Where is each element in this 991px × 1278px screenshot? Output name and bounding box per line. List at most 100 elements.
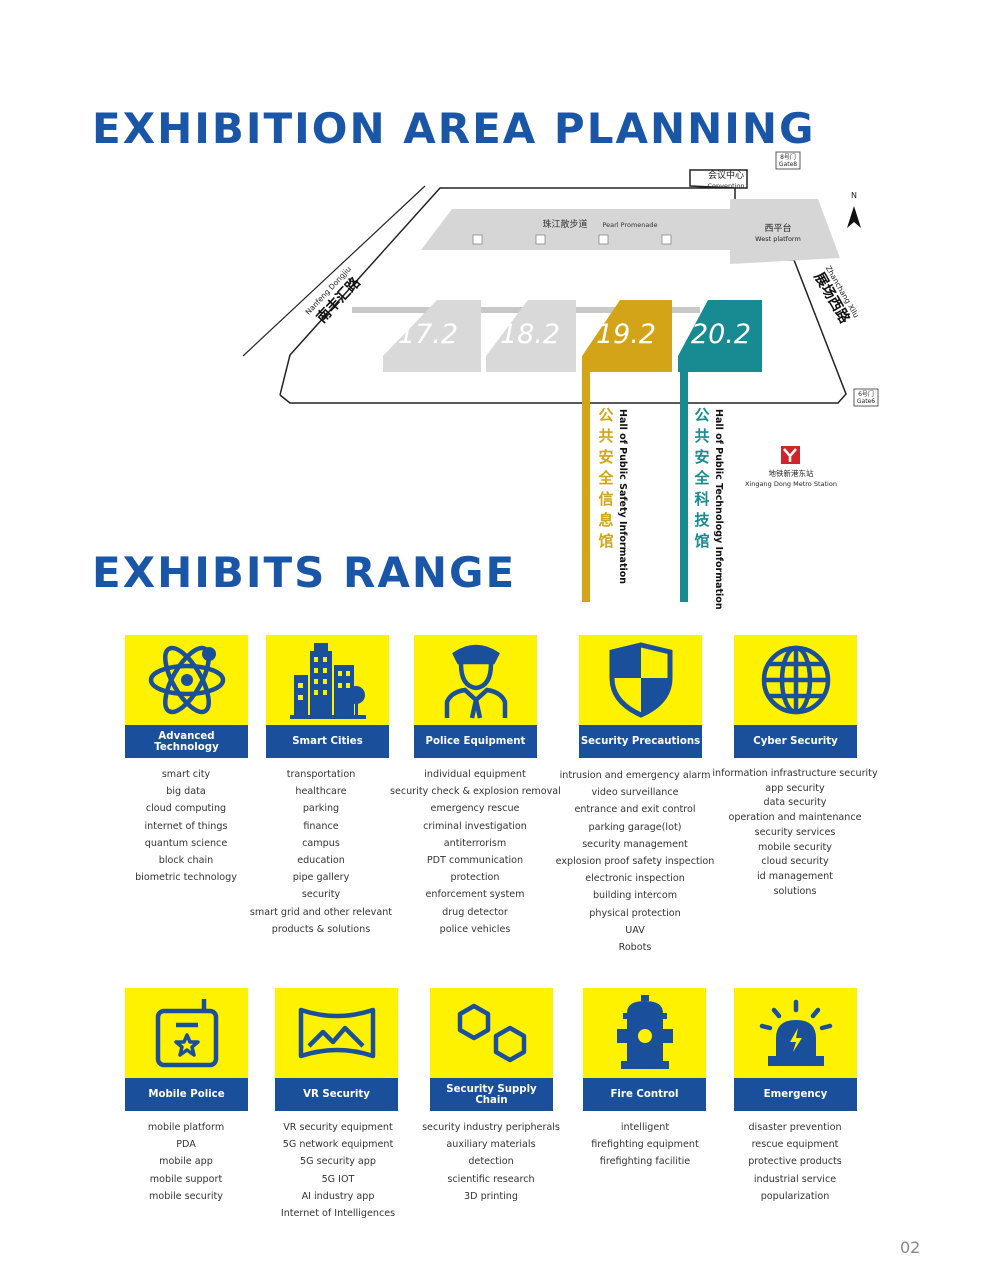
list-item: firefighting equipment bbox=[591, 1139, 699, 1151]
exhibition-map: 17.2 18.2 19.2 20.2 8号门 Gate8 6号门 Gate6 … bbox=[242, 151, 879, 610]
list-item: PDT communication bbox=[426, 855, 524, 867]
hall-202-pillar bbox=[680, 370, 688, 602]
hall-192-pillar bbox=[582, 370, 590, 602]
list-item: security check & explosion removal bbox=[390, 786, 561, 798]
list-item: solutions bbox=[773, 885, 817, 897]
list-item: popularization bbox=[760, 1190, 830, 1202]
category-label: Security Precautions bbox=[579, 725, 702, 758]
chain-link-icon bbox=[457, 1003, 526, 1063]
list-item: video surveillance bbox=[591, 787, 679, 799]
category-items-fire-control: intelligent firefighting equipment firefig… bbox=[560, 1119, 730, 1171]
category-card-vr-security: VR Security bbox=[275, 988, 398, 1111]
vr-panorama-icon bbox=[298, 1007, 375, 1059]
north-arrow-icon: N bbox=[847, 191, 861, 228]
list-item: internet of things bbox=[144, 820, 228, 832]
list-item: quantum science bbox=[144, 837, 228, 849]
metro-cn: 地铁新港东站 bbox=[769, 468, 814, 478]
list-item: app security bbox=[765, 782, 825, 794]
category-items-police-equipment: individual equipment security check & exp… bbox=[390, 766, 561, 938]
list-item: entrance and exit control bbox=[574, 804, 696, 816]
page-number: 02 bbox=[900, 1238, 921, 1257]
hall-label-19-2: 19.2 bbox=[596, 319, 656, 350]
promenade-cn: 珠江散步道 bbox=[542, 218, 587, 230]
list-item: cloud computing bbox=[145, 803, 227, 815]
list-item: mobile security bbox=[758, 841, 832, 853]
category-card-security-supply-chain: Security Supply Chain bbox=[430, 988, 553, 1111]
list-item: intrusion and emergency alarm bbox=[559, 770, 711, 781]
hall-192-en: Hall of Public Safety Information bbox=[617, 409, 628, 584]
list-item: operation and maintenance bbox=[728, 812, 862, 824]
list-item: parking garage(lot) bbox=[588, 821, 682, 833]
list-item: firefighting facilitie bbox=[599, 1156, 691, 1168]
list-item: mobile platform bbox=[147, 1122, 225, 1133]
list-item: security industry peripherals bbox=[422, 1122, 560, 1133]
category-label: Emergency bbox=[734, 1078, 857, 1111]
category-label: Police Equipment bbox=[414, 725, 537, 758]
category-card-police-equipment: Police Equipment bbox=[414, 635, 537, 758]
list-item: block chain bbox=[158, 855, 214, 867]
hall-label-20-2: 20.2 bbox=[691, 319, 751, 350]
category-label: VR Security bbox=[275, 1078, 398, 1111]
list-item: smart city bbox=[161, 769, 211, 780]
convention-en: Convention bbox=[707, 182, 744, 190]
hall-20-2 bbox=[678, 300, 762, 372]
west-platform-area bbox=[730, 199, 840, 264]
heading-area-planning: EXHIBITION AREA PLANNING bbox=[92, 104, 816, 153]
category-label: Security Supply Chain bbox=[430, 1078, 553, 1111]
list-item: 3D printing bbox=[464, 1190, 518, 1202]
list-item: transportation bbox=[286, 769, 356, 780]
fire-hydrant-icon bbox=[616, 995, 673, 1069]
category-card-security-precautions: Security Precautions bbox=[579, 635, 702, 758]
list-item: UAV bbox=[625, 924, 645, 936]
category-label: Cyber Security bbox=[734, 725, 857, 758]
category-label: Fire Control bbox=[583, 1078, 706, 1111]
list-item: mobile app bbox=[159, 1156, 213, 1168]
list-item: data security bbox=[763, 797, 827, 809]
category-label: Smart Cities bbox=[266, 725, 389, 758]
list-item: finance bbox=[303, 820, 339, 832]
category-label: Mobile Police bbox=[125, 1078, 248, 1111]
city-buildings-icon bbox=[289, 643, 366, 719]
promenade-markers bbox=[472, 234, 672, 245]
list-item: intelligent bbox=[620, 1122, 670, 1133]
category-card-cyber-security: Cyber Security bbox=[734, 635, 857, 758]
list-item: Internet of Intelligences bbox=[280, 1208, 396, 1220]
list-item: physical protection bbox=[589, 907, 681, 919]
venue-outline bbox=[279, 169, 847, 404]
gate8-en: Gate8 bbox=[779, 161, 797, 168]
list-item: parking bbox=[302, 803, 340, 815]
list-item: id management bbox=[756, 870, 834, 882]
list-item: campus bbox=[302, 837, 340, 849]
gate8-cn: 8号门 bbox=[780, 153, 796, 161]
list-item: antiterrorism bbox=[443, 837, 507, 849]
list-item: individual equipment bbox=[424, 769, 526, 780]
hall-label-18-2: 18.2 bbox=[500, 319, 560, 350]
hall-202-en: Hall of Public Technology Information bbox=[713, 409, 724, 610]
hall-19-2 bbox=[582, 300, 672, 372]
hall-202-cn: 公共安全科技馆 bbox=[693, 406, 710, 550]
list-item: detection bbox=[468, 1156, 514, 1168]
list-item: AI industry app bbox=[301, 1190, 375, 1202]
heading-exhibits-range: EXHIBITS RANGE bbox=[92, 548, 517, 597]
list-item: products & solutions bbox=[271, 923, 371, 935]
list-item: explosion proof safety inspection bbox=[555, 856, 715, 868]
list-item: emergency rescue bbox=[430, 803, 520, 815]
metro-logo-icon bbox=[781, 446, 800, 464]
list-item: 5G security app bbox=[299, 1156, 376, 1168]
atom-icon bbox=[148, 645, 225, 715]
list-item: 5G IOT bbox=[321, 1173, 355, 1185]
list-item: protective products bbox=[748, 1156, 842, 1168]
list-item: auxiliary materials bbox=[446, 1139, 536, 1151]
list-item: scientific research bbox=[447, 1173, 535, 1185]
globe-icon bbox=[761, 645, 830, 715]
gate6-en: Gate6 bbox=[857, 398, 875, 405]
category-label: Advanced Technology bbox=[125, 725, 248, 758]
list-item: police vehicles bbox=[439, 923, 511, 935]
category-items-security-supply-chain: security industry peripherals auxiliary m… bbox=[406, 1119, 576, 1205]
list-item: criminal investigation bbox=[423, 820, 527, 832]
west-platform-cn: 西平台 bbox=[764, 222, 791, 234]
list-item: biometric technology bbox=[135, 872, 237, 884]
